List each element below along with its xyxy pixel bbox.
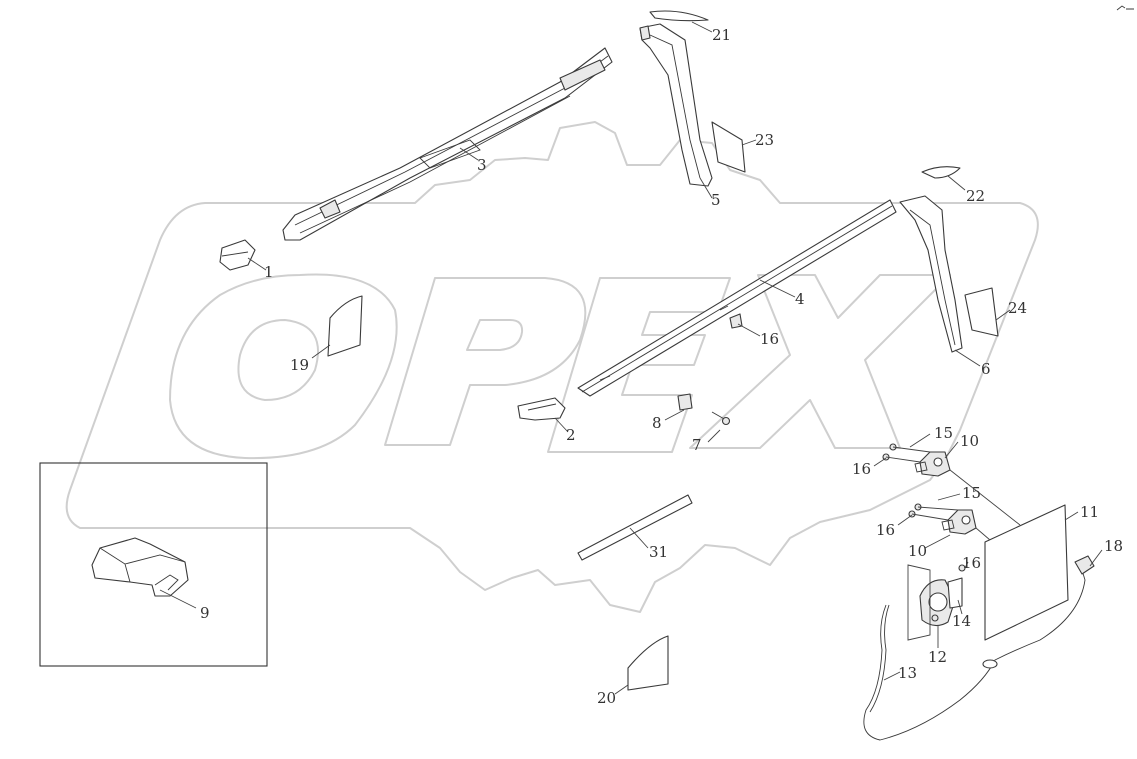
part-7-screw xyxy=(711,411,731,426)
part-3-upper-rail xyxy=(282,47,613,241)
watermark-letter-p xyxy=(384,277,587,446)
callout-16-lower: 16 xyxy=(876,521,895,539)
callout-16-rail: 16 xyxy=(760,330,779,348)
watermark-letter-o xyxy=(169,273,398,460)
part-4-middle-rail xyxy=(577,199,897,397)
callout-15-lower: 15 xyxy=(962,484,981,502)
part-12-housing xyxy=(907,564,956,641)
callout-20: 20 xyxy=(597,689,616,707)
leader-lines xyxy=(159,21,1103,695)
callout-15-upper: 15 xyxy=(934,424,953,442)
callout-18: 18 xyxy=(1104,537,1123,555)
callout-23: 23 xyxy=(755,131,774,149)
part-18-cable-end xyxy=(1074,555,1095,575)
part-19-pad xyxy=(327,295,363,357)
part-5-left-pillar xyxy=(639,23,713,187)
callout-16-upper: 16 xyxy=(852,460,871,478)
callout-4: 4 xyxy=(795,290,805,308)
callout-10-lower: 10 xyxy=(908,542,927,560)
callout-7: 7 xyxy=(692,436,702,454)
callout-24: 24 xyxy=(1008,299,1027,317)
part-9-clip-detail xyxy=(91,537,189,597)
part-1-bracket xyxy=(219,239,256,271)
part-16-clip-top xyxy=(729,313,743,329)
part-6-right-pillar xyxy=(899,195,963,353)
part-20-pad xyxy=(627,635,669,691)
part-22-cap xyxy=(921,166,961,179)
part-13-cable xyxy=(863,569,1086,741)
callout-13: 13 xyxy=(898,664,917,682)
callout-22: 22 xyxy=(966,187,985,205)
callout-2: 2 xyxy=(566,426,576,444)
callout-11: 11 xyxy=(1080,503,1099,521)
part-10-hinge-upper xyxy=(914,451,951,477)
callout-1: 1 xyxy=(264,263,274,281)
callout-21: 21 xyxy=(712,26,731,44)
part-10-hinge-lower xyxy=(941,509,977,535)
part-14-latch xyxy=(947,577,963,609)
part-8-clip xyxy=(677,393,693,411)
callout-16-latch: 16 xyxy=(962,554,981,572)
corner-mark xyxy=(1116,5,1134,11)
callout-9: 9 xyxy=(200,604,210,622)
callout-6: 6 xyxy=(981,360,991,378)
watermark-gear-outline xyxy=(65,121,1039,613)
detail-box xyxy=(39,462,268,667)
part-23-pad xyxy=(711,121,746,173)
callout-3: 3 xyxy=(477,156,487,174)
part-2-bracket xyxy=(517,397,566,421)
callout-10-upper: 10 xyxy=(960,432,979,450)
callout-19: 19 xyxy=(290,356,309,374)
part-11-door-panel xyxy=(949,469,1069,641)
callout-12: 12 xyxy=(928,648,947,666)
part-24-pad xyxy=(964,287,999,337)
part-31-strip xyxy=(577,494,693,561)
callout-5: 5 xyxy=(711,191,721,209)
callout-labels: 1 2 3 4 5 6 7 8 9 10 10 11 12 13 14 15 1… xyxy=(200,26,1123,707)
callout-8: 8 xyxy=(652,414,662,432)
callout-14: 14 xyxy=(952,612,971,630)
callout-31: 31 xyxy=(649,543,668,561)
part-21-cap xyxy=(649,10,709,22)
